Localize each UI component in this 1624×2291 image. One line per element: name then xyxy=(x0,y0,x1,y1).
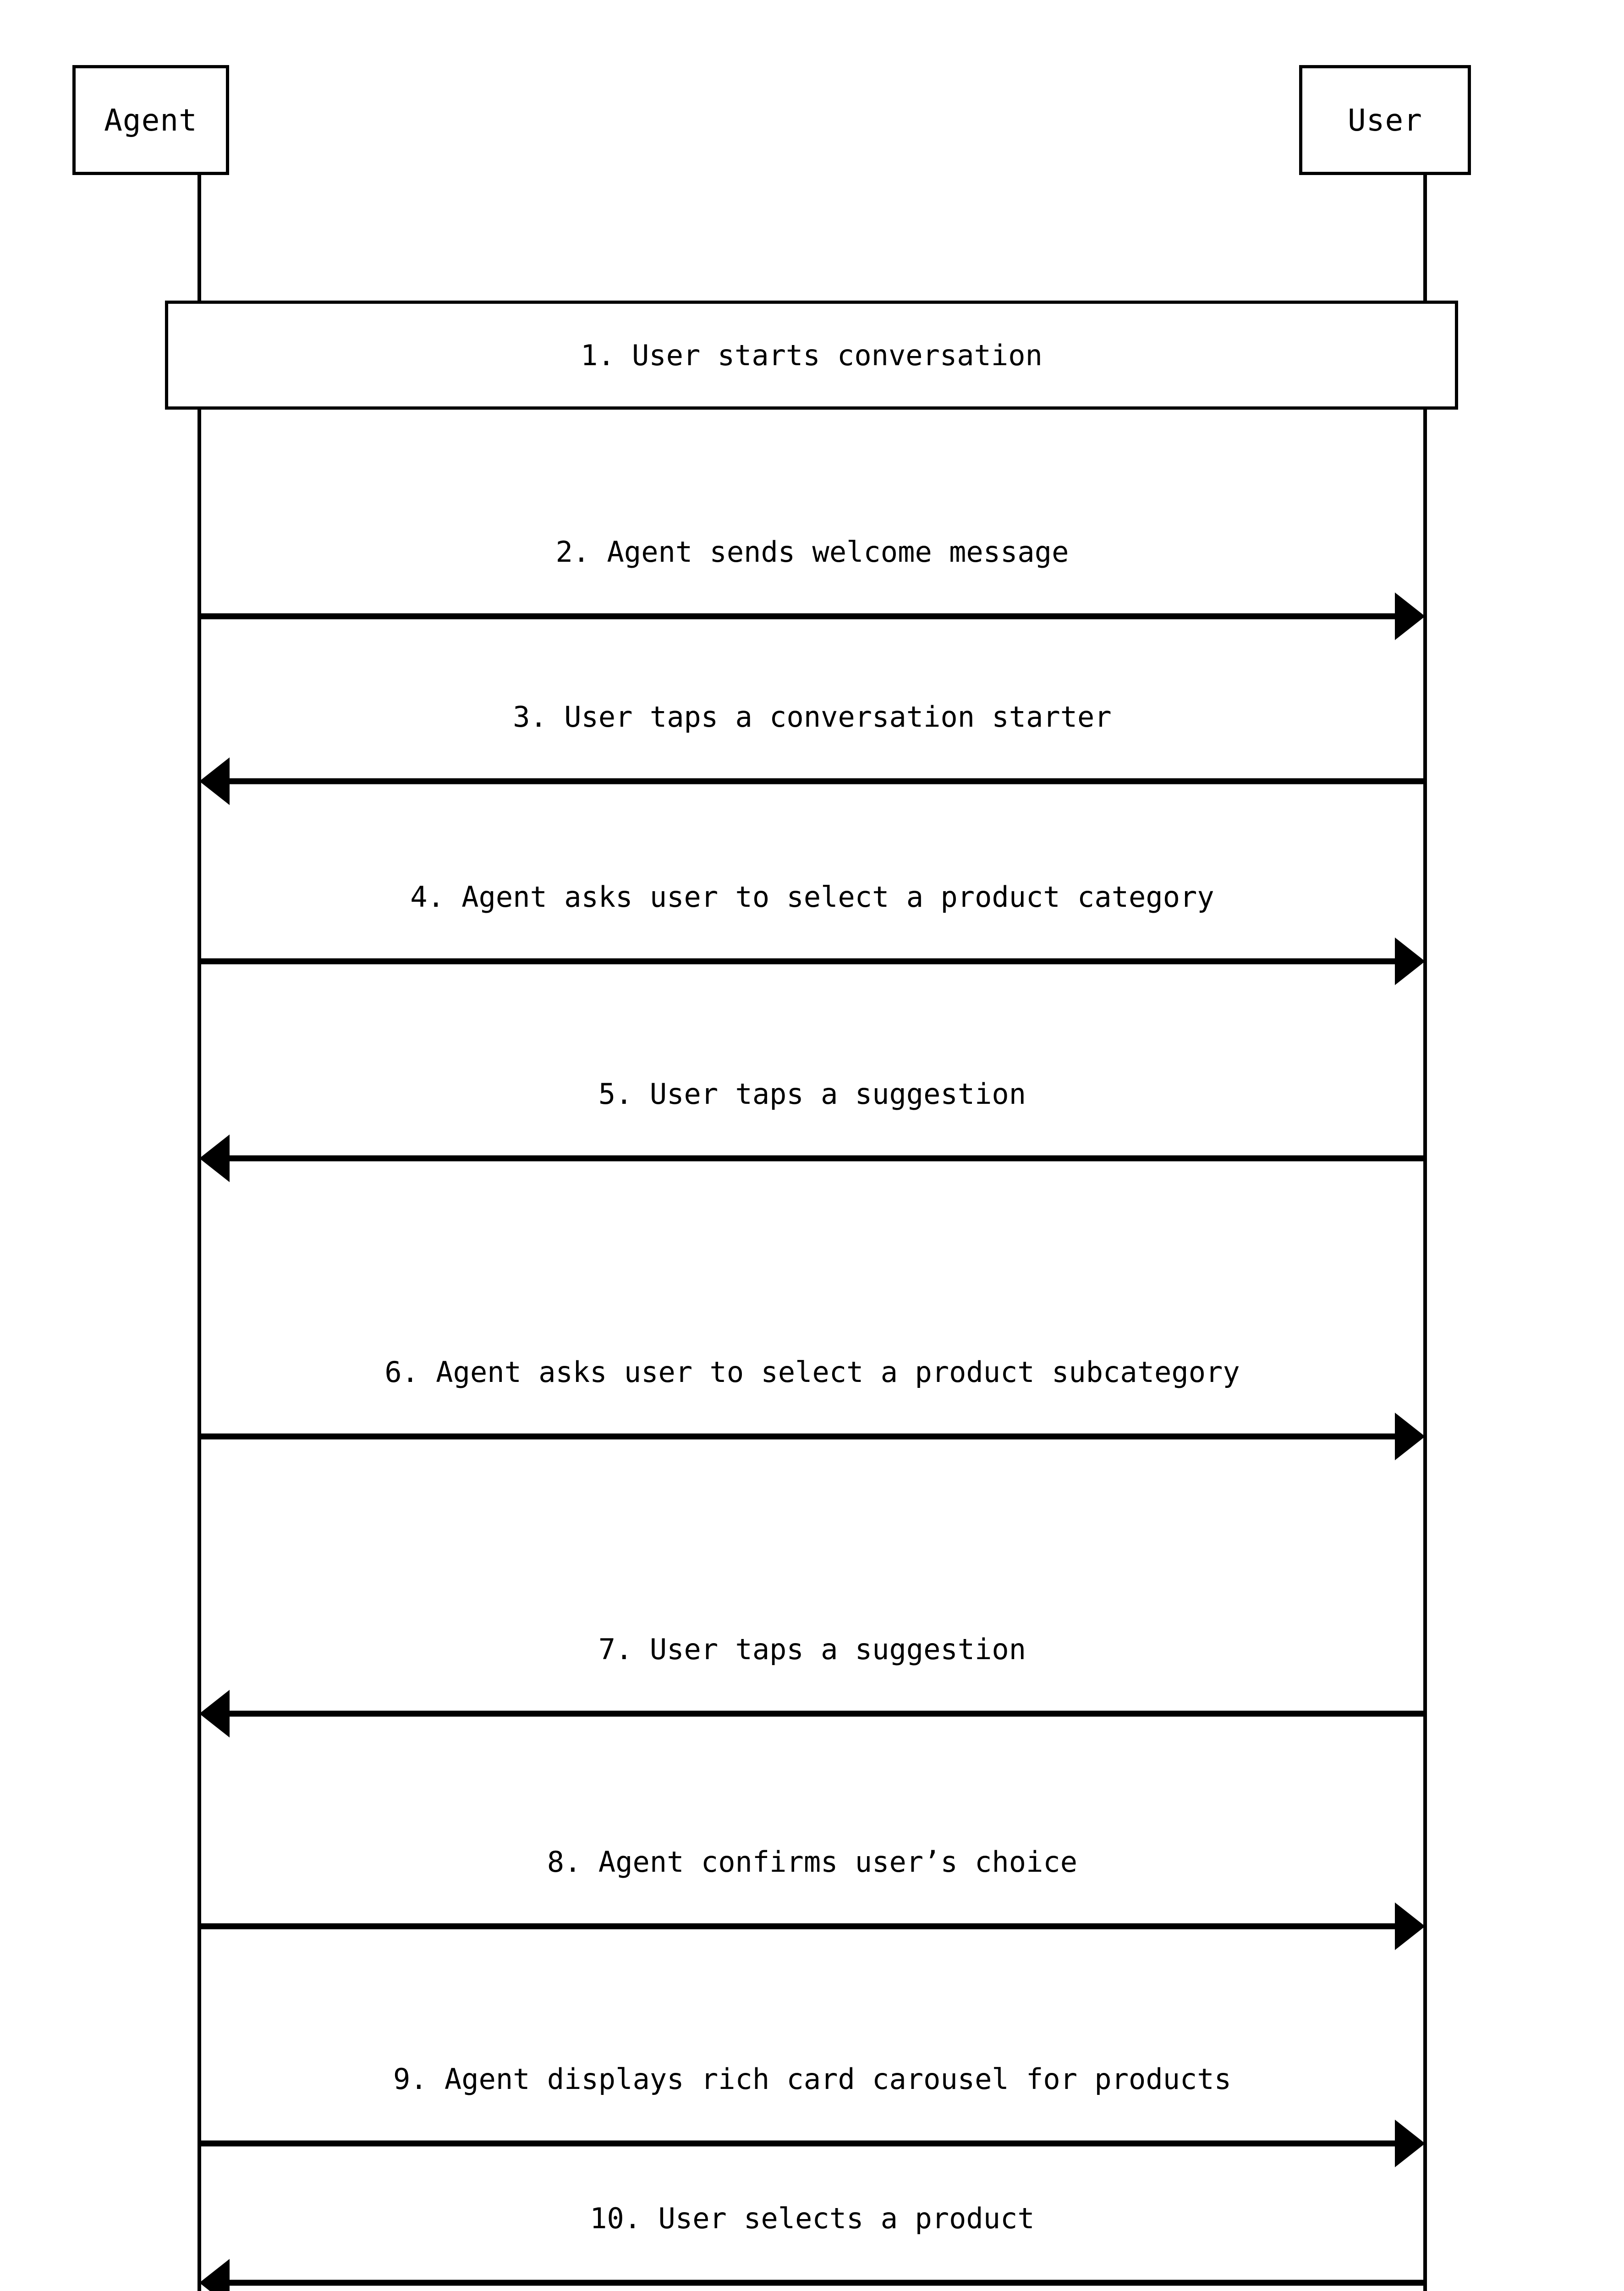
message-arrow-5[interactable] xyxy=(199,1135,1425,1182)
message-arrow-8[interactable] xyxy=(199,1902,1425,1950)
message-label-9: 9. Agent displays rich card carousel for… xyxy=(393,2062,1232,2096)
participant-user-top[interactable]: User xyxy=(1299,65,1471,175)
message-arrow-9[interactable] xyxy=(199,2120,1425,2167)
message-arrowhead-7 xyxy=(199,1690,230,1737)
message-label-10: 10. User selects a product xyxy=(590,2202,1035,2235)
message-arrowhead-10 xyxy=(199,2259,230,2291)
participant-agent-top[interactable]: Agent xyxy=(72,65,229,175)
participant-agent-top-label: Agent xyxy=(104,102,198,138)
message-arrowhead-5 xyxy=(199,1135,230,1182)
message-arrow-6[interactable] xyxy=(199,1413,1425,1460)
message-arrow-2[interactable] xyxy=(199,592,1425,640)
message-label-3: 3. User taps a conversation starter xyxy=(513,700,1112,734)
message-arrowhead-4 xyxy=(1395,937,1425,985)
message-label-6: 6. Agent asks user to select a product s… xyxy=(384,1355,1240,1389)
message-label-4: 4. Agent asks user to select a product c… xyxy=(410,880,1214,914)
message-arrow-4[interactable] xyxy=(199,937,1425,985)
message-label-2: 2. Agent sends welcome message xyxy=(555,535,1069,569)
message-arrowhead-6 xyxy=(1395,1413,1425,1460)
message-label-7: 7. User taps a suggestion xyxy=(598,1633,1026,1666)
participant-user-top-label: User xyxy=(1348,102,1422,138)
message-arrow-10[interactable] xyxy=(199,2259,1425,2291)
message-arrowhead-8 xyxy=(1395,1902,1425,1950)
message-arrowhead-3 xyxy=(199,757,230,805)
message-arrow-7[interactable] xyxy=(199,1690,1425,1737)
message-arrowhead-9 xyxy=(1395,2120,1425,2167)
message-label-8: 8. Agent confirms user’s choice xyxy=(547,1845,1078,1879)
message-arrowhead-2 xyxy=(1395,592,1425,640)
message-label-5: 5. User taps a suggestion xyxy=(598,1077,1026,1111)
message-arrow-3[interactable] xyxy=(199,757,1425,805)
note-step1-text: 1. User starts conversation xyxy=(581,338,1042,372)
note-user-starts-conversation: 1. User starts conversation xyxy=(165,301,1458,410)
